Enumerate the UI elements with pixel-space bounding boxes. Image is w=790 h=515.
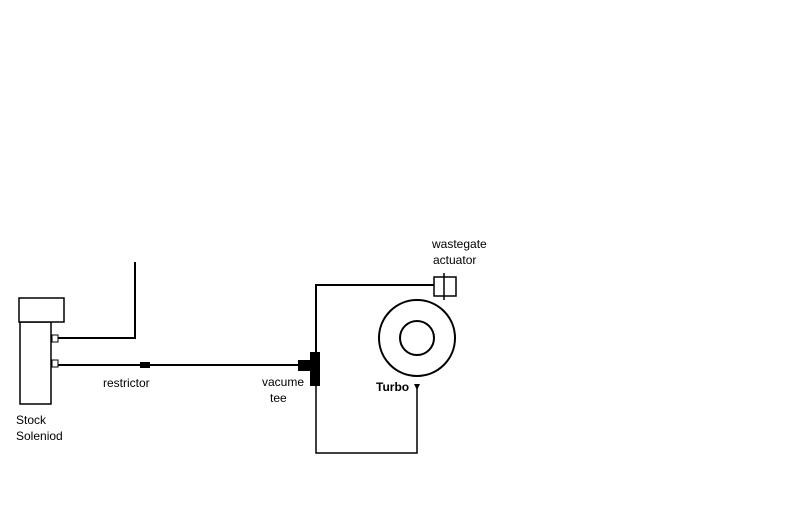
solenoid-port-lower <box>51 359 59 368</box>
solenoid-body <box>19 321 52 405</box>
vacuum-line-turbo <box>315 386 418 454</box>
vacuum-tee <box>310 352 320 386</box>
solenoid-label-line1: Stock <box>16 413 47 427</box>
turbo-inner-circle <box>399 320 435 356</box>
wastegate-label-line2: actuator <box>433 253 477 267</box>
turbo-outlet-arrow <box>414 384 420 390</box>
solenoid-cap <box>18 297 65 323</box>
vacuum-line-source <box>58 262 136 339</box>
restrictor-mark <box>140 362 150 368</box>
turbo-label: Turbo <box>376 380 410 394</box>
wastegate-actuator <box>433 276 457 297</box>
wastegate-label-line1: wastegate <box>432 237 487 251</box>
vacuum-line-wastegate <box>315 284 434 352</box>
restrictor-label: restrictor <box>103 376 150 390</box>
solenoid-label-line2: Soleniod <box>16 429 63 443</box>
vacuum-tee-stub <box>298 360 310 371</box>
tee-label-line1: vacume <box>262 375 305 389</box>
tee-label-line2: tee <box>270 391 287 405</box>
solenoid-port-upper <box>51 334 59 343</box>
